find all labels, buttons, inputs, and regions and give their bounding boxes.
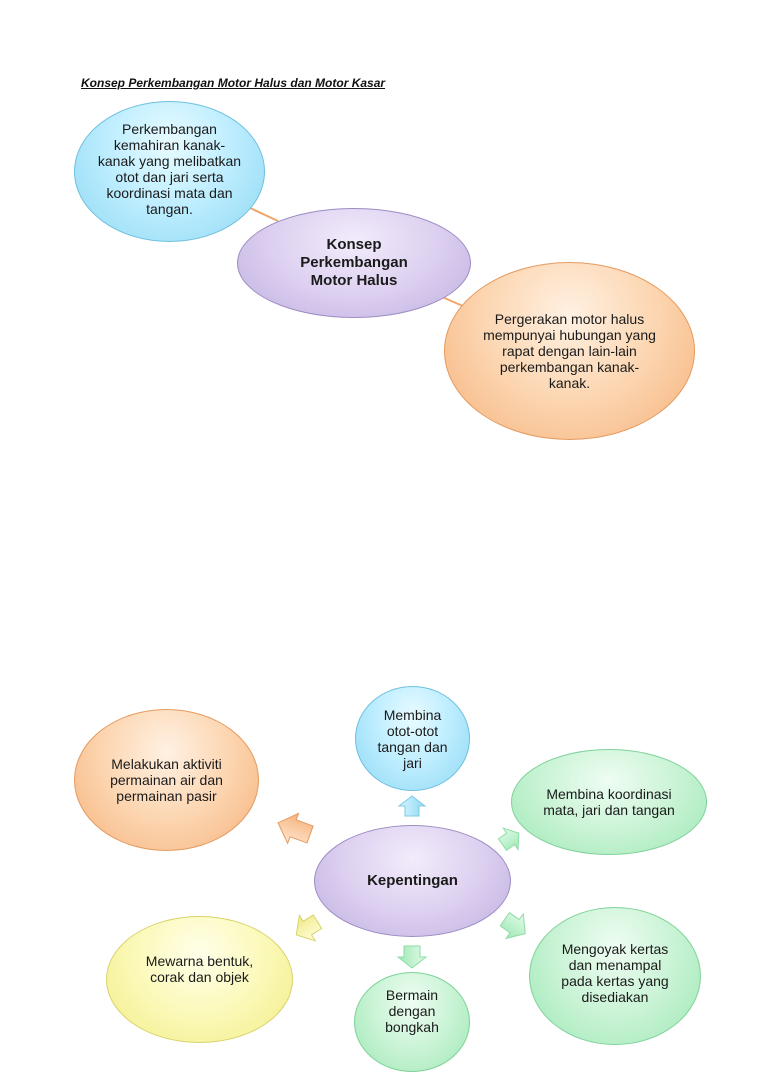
- node-relationship-text: Pergerakan motor halus mempunyai hubunga…: [483, 311, 656, 391]
- node-top-left: Melakukan aktiviti permainan air dan per…: [74, 709, 259, 851]
- center-node-kepentingan-text: Kepentingan: [367, 872, 458, 889]
- node-bottom-right-text: Mengoyak kertas dan menampal pada kertas…: [561, 941, 669, 1005]
- center-node-konsep-text: Konsep Perkembangan Motor Halus: [300, 236, 408, 289]
- node-bottom: Bermain dengan bongkah: [354, 972, 470, 1072]
- arrow-up-right-icon: [497, 827, 520, 852]
- node-definition-text: Perkembangan kemahiran kanak-kanak yang …: [97, 120, 242, 217]
- node-top: Membina otot-otot tangan dan jari: [355, 686, 470, 791]
- connectors-layer: [249, 207, 526, 969]
- node-bottom-text: Bermain dengan bongkah: [385, 987, 439, 1035]
- page-title: Konsep Perkembangan Motor Halus dan Moto…: [81, 76, 386, 90]
- node-relationship: Pergerakan motor halus mempunyai hubunga…: [444, 262, 695, 440]
- node-top-text: Membina otot-otot tangan dan jari: [377, 706, 448, 771]
- node-top-right: Membina koordinasi mata, jari dan tangan: [511, 749, 707, 855]
- connector-line-top-left: [249, 207, 279, 222]
- arrow-down-icon: [396, 945, 428, 969]
- node-bottom-left-text: Mewarna bentuk, corak dan objek: [145, 952, 254, 985]
- node-top-right-text: Membina koordinasi mata, jari dan tangan: [543, 786, 675, 818]
- node-bottom-right: Mengoyak kertas dan menampal pada kertas…: [529, 907, 701, 1045]
- node-definition: Perkembangan kemahiran kanak-kanak yang …: [74, 101, 265, 242]
- arrow-up-icon: [397, 795, 427, 817]
- arrow-up-left-icon: [277, 812, 314, 845]
- arrow-down-left-icon: [295, 913, 323, 942]
- arrow-down-right-icon: [499, 912, 526, 940]
- node-top-left-text: Melakukan aktiviti permainan air dan per…: [110, 756, 223, 804]
- center-node-konsep: Konsep Perkembangan Motor Halus: [237, 208, 471, 318]
- center-node-kepentingan: Kepentingan: [314, 825, 511, 937]
